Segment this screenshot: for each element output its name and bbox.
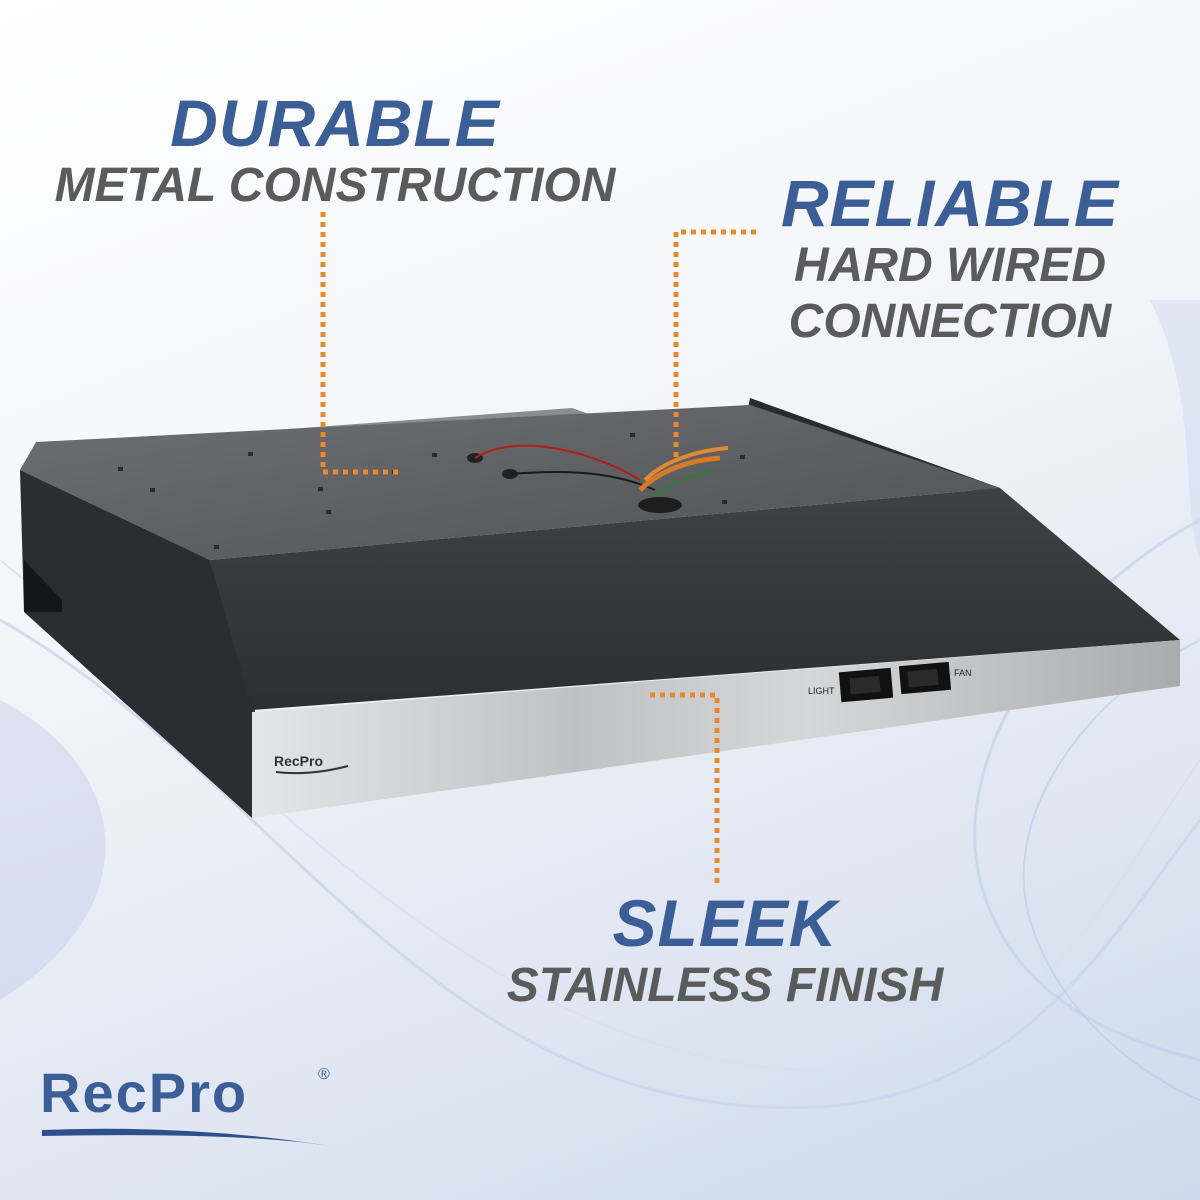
logo-wordmark: RecPro [40,1061,249,1124]
callout-lines [320,212,756,888]
sleek-callout-line [650,692,720,888]
sleek-heading: SLEEK [612,886,838,960]
durable-callout-line [320,212,400,475]
reliable-subtext-line2: CONNECTION [788,295,1112,348]
recpro-logo: RecPro ® [40,1060,340,1160]
logo-swoosh [42,1128,330,1146]
reliable-feature: RELIABLE HARD WIRED CONNECTION [760,168,1140,350]
wiring-harness [467,444,729,513]
reliable-subtext-line1: HARD WIRED [794,239,1106,292]
sleek-feature: SLEEK STAINLESS FINISH [470,888,980,1014]
switch-panel: LIGHT FAN [808,661,972,703]
durable-subtext: METAL CONSTRUCTION [54,159,616,212]
durable-feature: DURABLE METAL CONSTRUCTION [20,88,650,214]
hood-front-slope [210,488,1180,710]
panel-brand-logo: RecPro [274,753,323,769]
hood-top [20,405,1000,560]
hood-left-side [20,470,255,818]
reliable-callout-line [673,229,756,458]
durable-heading: DURABLE [170,86,500,160]
light-switch-label: LIGHT [808,686,835,696]
reliable-heading: RELIABLE [781,166,1119,240]
fan-switch-label: FAN [954,668,972,678]
registered-mark: ® [318,1066,330,1083]
sleek-subtext: STAINLESS FINISH [506,959,944,1012]
